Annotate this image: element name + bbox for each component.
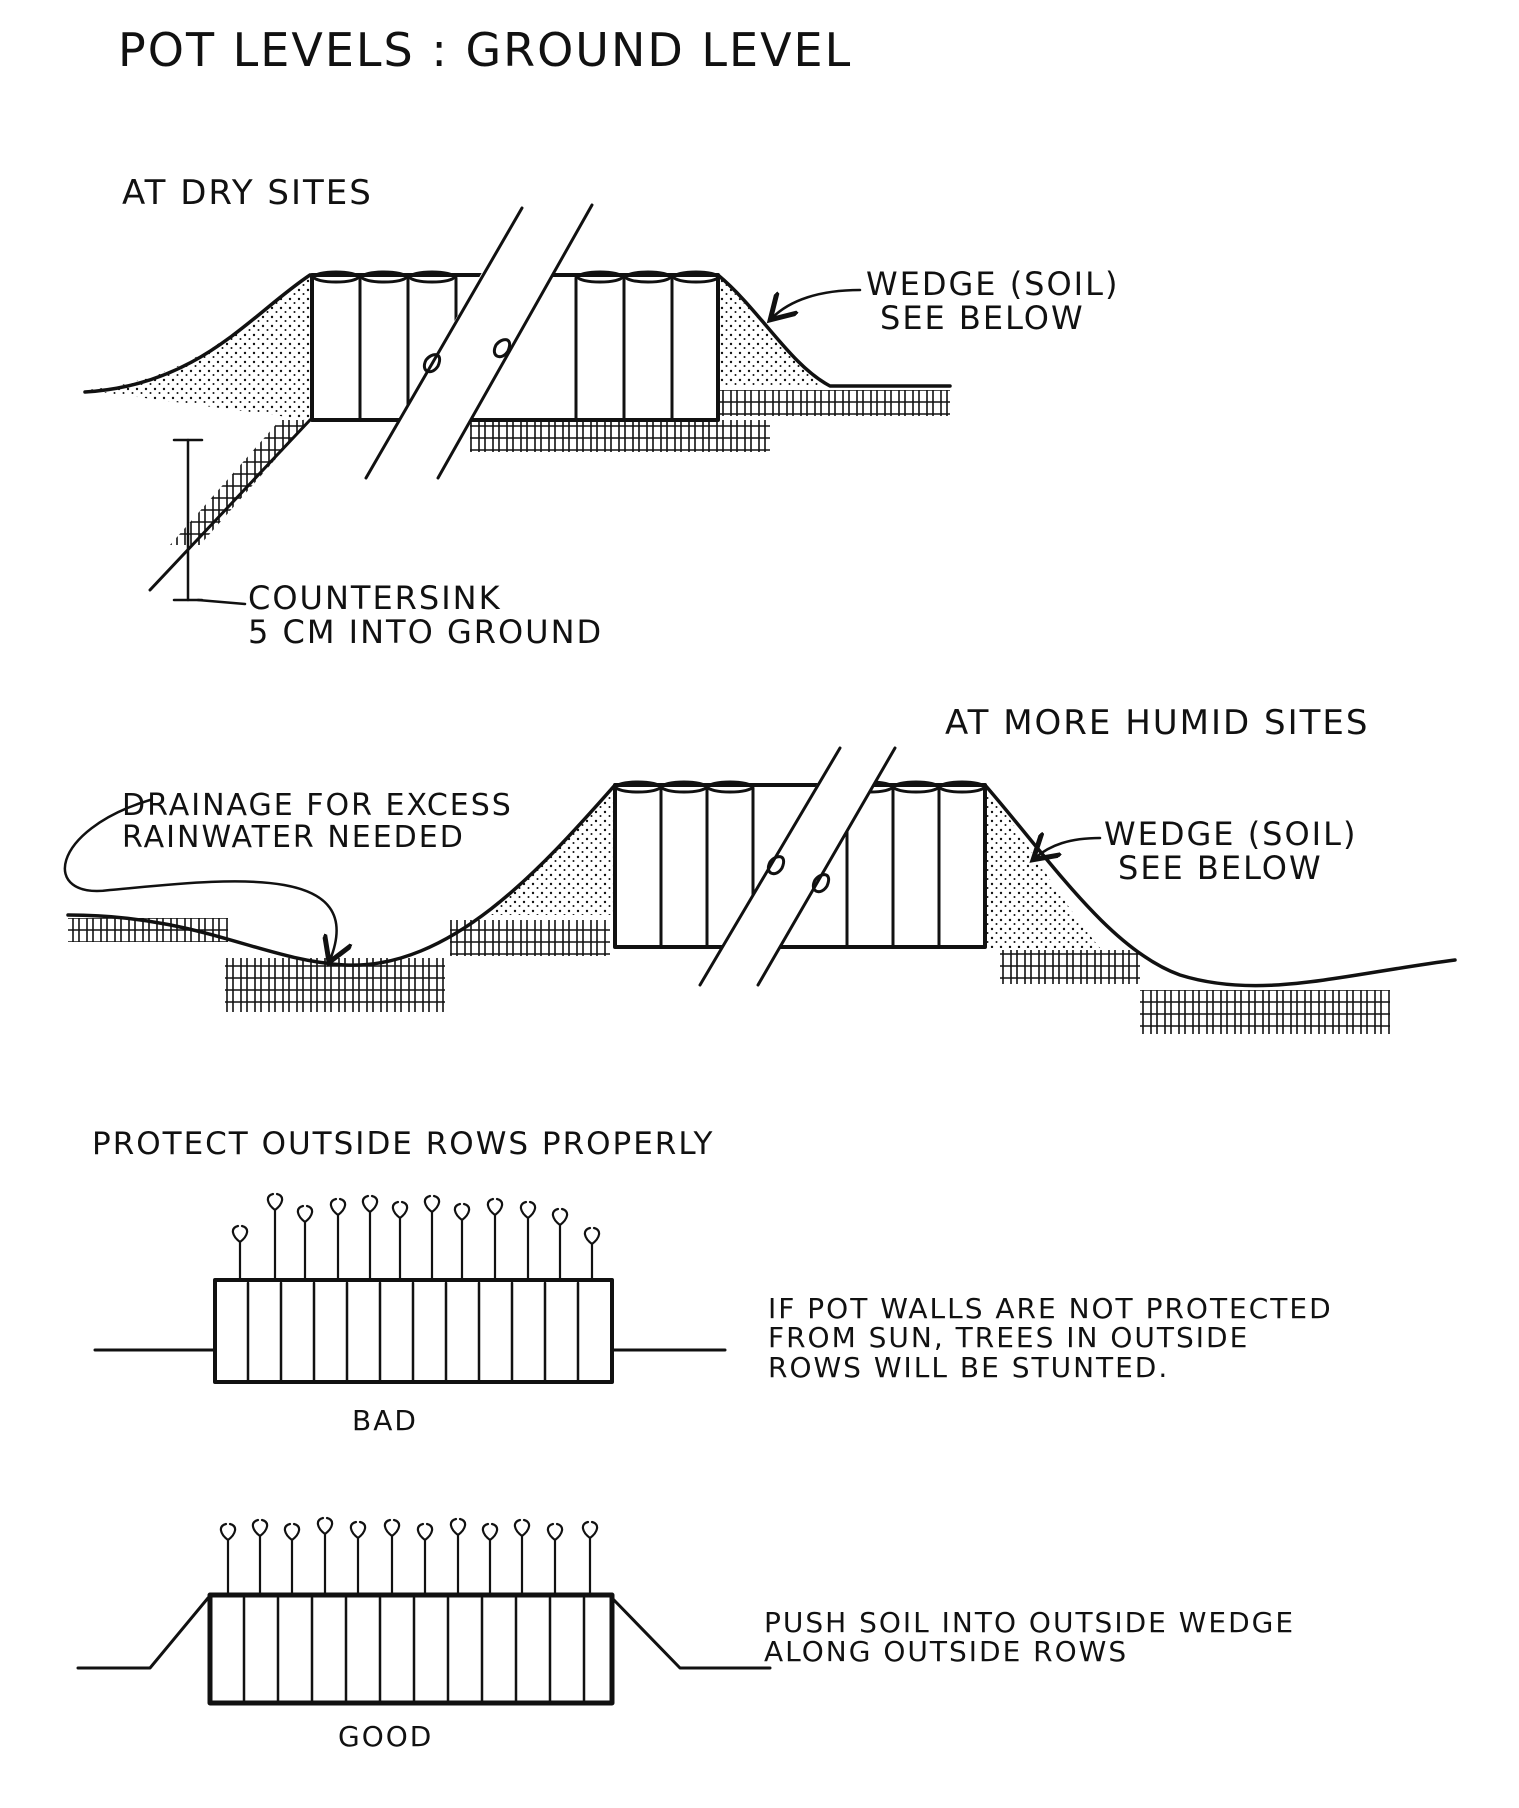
dry-left-wedge bbox=[85, 275, 310, 420]
good-diagram bbox=[76, 1516, 772, 1706]
humid-sites-diagram bbox=[63, 746, 1457, 1034]
bad-note-line3: ROWS WILL BE STUNTED. bbox=[768, 1350, 1170, 1384]
bad-seedlings bbox=[231, 1192, 601, 1282]
countersink-label: COUNTERSINK 5 CM INTO GROUND bbox=[248, 579, 604, 651]
drainage-label: DRAINAGE FOR EXCESS RAINWATER NEEDED bbox=[122, 790, 513, 853]
dry-break-band bbox=[366, 205, 592, 478]
dry-sites-heading: AT DRY SITES bbox=[122, 173, 373, 213]
humid-wedge-label-line2: SEE BELOW bbox=[1118, 848, 1323, 887]
good-seedlings bbox=[219, 1516, 599, 1597]
bad-note: IF POT WALLS ARE NOT PROTECTED FROM SUN,… bbox=[768, 1292, 1333, 1384]
humid-ground-hatch-mid bbox=[450, 920, 610, 956]
dry-wedge-label-line1: WEDGE (SOIL) bbox=[866, 265, 1120, 303]
drainage-label-line2: RAINWATER NEEDED bbox=[122, 819, 465, 855]
humid-ground-hatch-right bbox=[1000, 950, 1140, 984]
humid-wedge-label: WEDGE (SOIL) SEE BELOW bbox=[1104, 815, 1358, 887]
humid-break-band bbox=[700, 748, 895, 985]
countersink-label-line1: COUNTERSINK bbox=[248, 579, 502, 617]
dry-wedge-label: WEDGE (SOIL) SEE BELOW bbox=[866, 265, 1120, 337]
bad-diagram bbox=[93, 1192, 727, 1384]
protect-heading: PROTECT OUTSIDE ROWS PROPERLY bbox=[92, 1126, 715, 1162]
humid-sites-heading: AT MORE HUMID SITES bbox=[945, 703, 1370, 743]
dry-sites-diagram bbox=[83, 203, 952, 606]
dry-countersink-hatch bbox=[170, 420, 310, 545]
drainage-label-line1: DRAINAGE FOR EXCESS bbox=[122, 788, 513, 823]
humid-ground-hatch-far bbox=[1140, 990, 1390, 1034]
countersink-label-line2: 5 CM INTO GROUND bbox=[248, 612, 604, 651]
good-caption: GOOD bbox=[338, 1720, 434, 1753]
good-note: PUSH SOIL INTO OUTSIDE WEDGE ALONG OUTSI… bbox=[764, 1608, 1295, 1667]
bad-note-line2: FROM SUN, TREES IN OUTSIDE bbox=[768, 1321, 1250, 1355]
page-title: POT LEVELS : GROUND LEVEL bbox=[118, 23, 853, 77]
dry-ground-hatch bbox=[470, 420, 770, 452]
humid-left-wedge bbox=[480, 785, 615, 915]
humid-wedge-label-line1: WEDGE (SOIL) bbox=[1104, 815, 1358, 853]
bad-note-line1: IF POT WALLS ARE NOT PROTECTED bbox=[768, 1292, 1333, 1325]
bad-caption: BAD bbox=[352, 1404, 418, 1437]
good-note-line2: ALONG OUTSIDE ROWS bbox=[764, 1635, 1129, 1669]
dry-wedge-label-line2: SEE BELOW bbox=[880, 298, 1085, 337]
dry-ground-hatch-right bbox=[720, 390, 950, 416]
humid-ground-hatch-trough bbox=[225, 958, 445, 1012]
humid-right-wedge bbox=[985, 785, 1100, 948]
good-note-line1: PUSH SOIL INTO OUTSIDE WEDGE bbox=[764, 1606, 1296, 1639]
